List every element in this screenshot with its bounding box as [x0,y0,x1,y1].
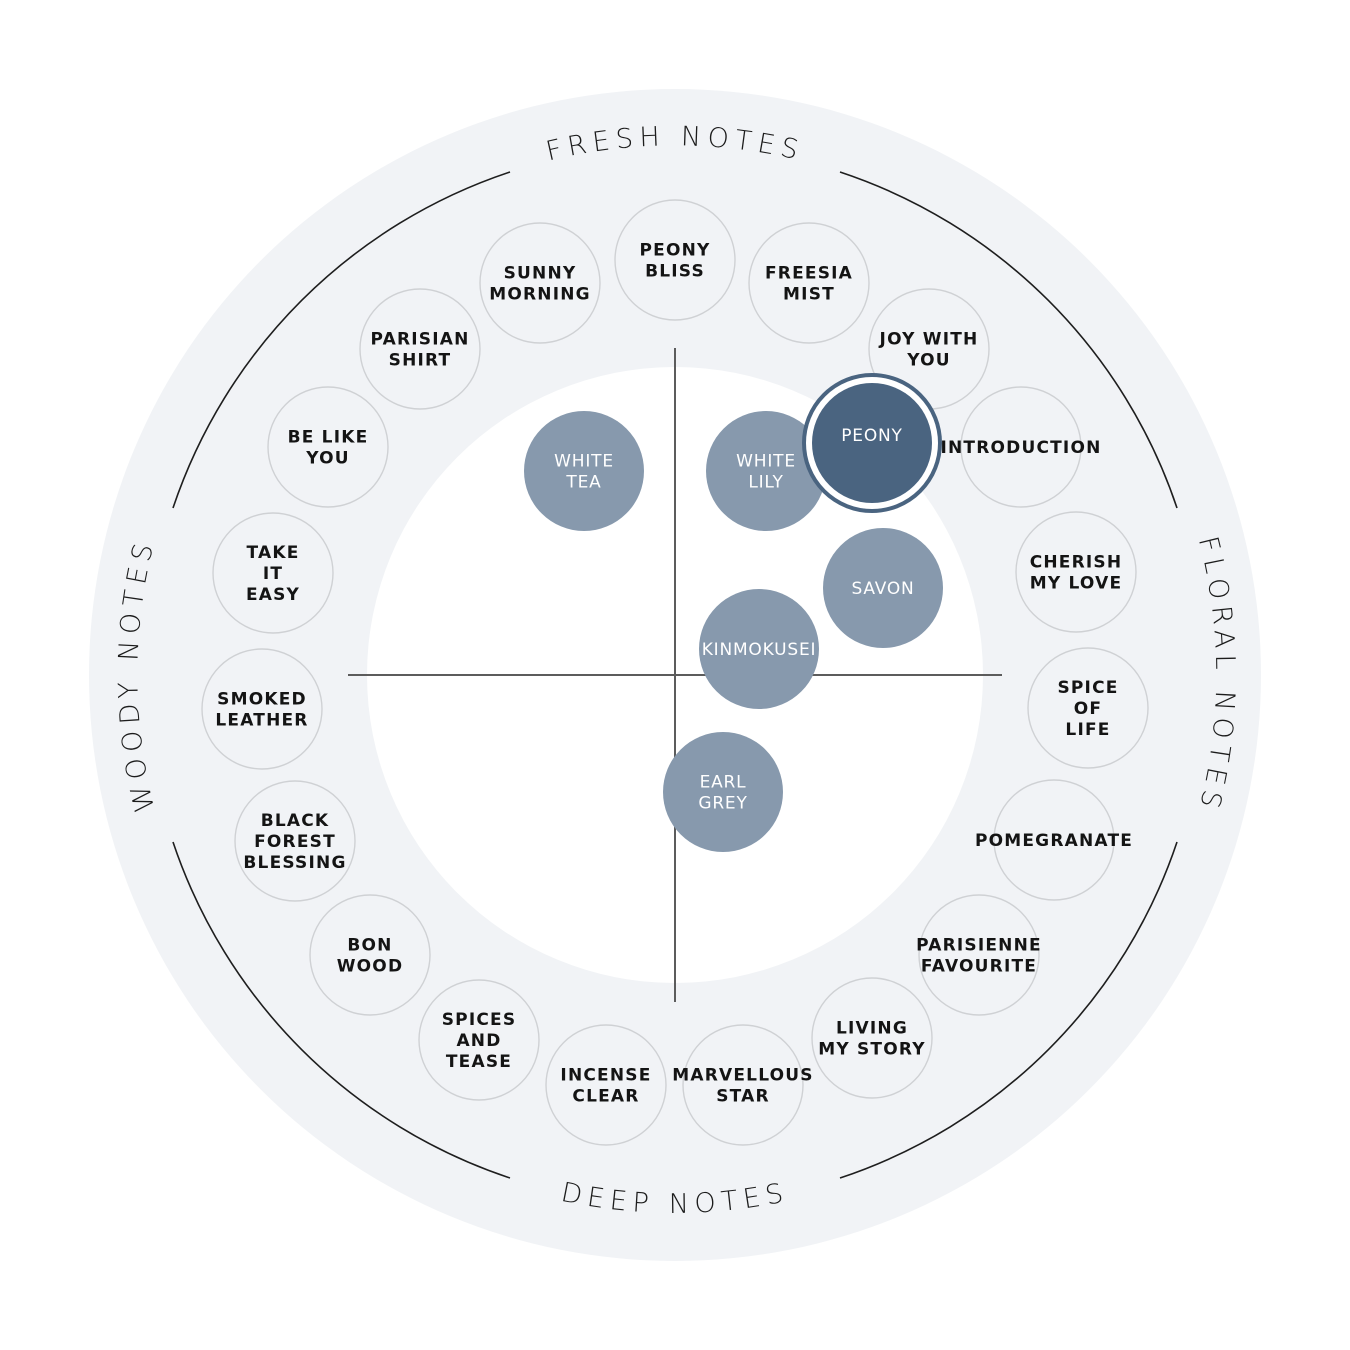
note-circle [234,780,356,902]
bubble-circle [812,383,932,503]
bubble-kinmokusei[interactable]: KINMOKUSEI [699,589,819,709]
note-label: PEONY [841,426,902,446]
bubble-circle [706,411,826,531]
note-circle [309,894,431,1016]
ring-arc-line [839,171,1178,509]
ring-arc-line [839,841,1178,1179]
note-circle [811,977,933,1099]
ring-arc-line [172,841,511,1179]
note-label: POMEGRANATE [975,831,1133,851]
note-circle [212,512,334,634]
note-circle [1027,647,1149,769]
note-circle [682,1024,804,1146]
note-circle [614,199,736,321]
note-circle [545,1024,667,1146]
note-label: INTRODUCTION [940,438,1101,458]
ring-arcs [172,171,1178,1179]
note-circle [993,779,1115,901]
bubble-savon[interactable]: SAVON [823,528,943,648]
note-circle [918,894,1040,1016]
bubble-circle [823,528,943,648]
ring-arc-line [172,171,511,509]
note-circle [359,288,481,410]
note-circle [201,648,323,770]
note-label: SAVON [851,579,914,599]
note-label: KINMOKUSEI [702,640,817,660]
bubble-circle [663,732,783,852]
note-introduction[interactable]: INTRODUCTION [940,386,1101,508]
bubble-circle [524,411,644,531]
note-circle [418,979,540,1101]
bubble-circle [699,589,819,709]
note-circle [1015,511,1137,633]
note-pomegranate[interactable]: POMEGRANATE [975,779,1133,901]
axes [348,348,1002,1002]
note-circle [748,222,870,344]
bubble-peony[interactable]: PEONY [802,373,942,513]
note-circle [267,386,389,508]
note-circle [479,222,601,344]
note-circle [960,386,1082,508]
